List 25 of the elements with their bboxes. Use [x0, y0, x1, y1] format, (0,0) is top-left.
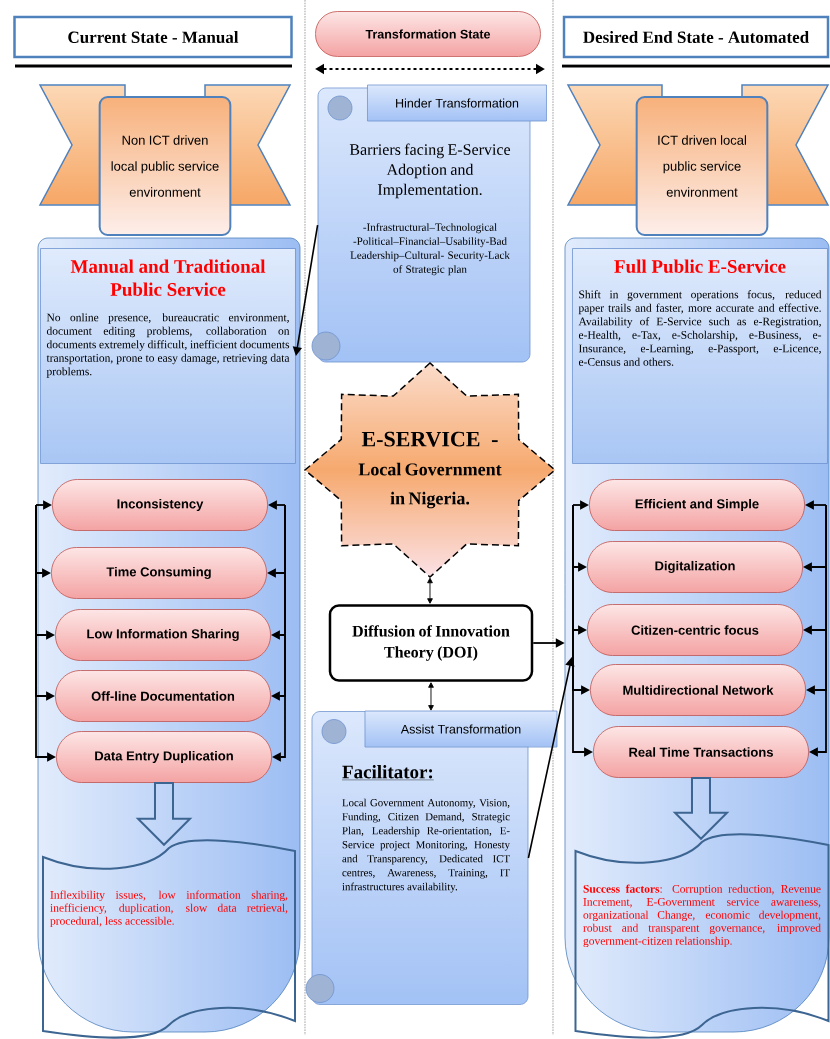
rounded-pill: Citizen-centric focus	[587, 604, 803, 656]
rounded-pill: Real Time Transactions	[593, 726, 809, 778]
text-box: Full Public E-Service Shift in government operations focus, reduced paper trails and faster, more accurate and effective. Availability of E-Service such as e-Registration, e-Health, e-Tax, e-Scholarship, e-Business, e-Insurance, e-Learning, e-Passport, e-Licence, e-Census and others.	[572, 248, 828, 464]
rounded-pill: Inconsistency	[52, 479, 268, 531]
ribbon-banner: ICT driven local public service environment	[566, 84, 830, 236]
block-arrow	[672, 776, 730, 841]
rounded-pill: Low Information Sharing	[55, 609, 271, 661]
rounded-pill: Data Entry Duplication	[56, 731, 272, 783]
ribbon-banner: Non ICT driven local public service environment	[38, 84, 292, 236]
arrow	[428, 682, 434, 711]
header-box: Current State - Manual	[13, 15, 293, 59]
rounded-pill: Time Consuming	[51, 547, 267, 599]
arrow	[527, 657, 575, 859]
header-box: Desired End State - Automated	[562, 15, 830, 59]
theory-box: Diffusion of Innovation Theory (DOI)	[328, 604, 534, 682]
rounded-pill: Off-line Documentation	[55, 670, 271, 722]
rounded-pill: Digitalization	[587, 541, 803, 593]
rounded-pill: Efficient and Simple	[589, 479, 805, 531]
state-pill: Transformation State	[315, 11, 541, 57]
block-arrow	[135, 781, 193, 847]
scroll-banner: Assist Transformation Facilitator: Local Government Autonomy, Vision, Funding, Citizen Demand, Strategic Plan, Leadership Re-orientation, E-Service project Monitoring, Honesty and Transparency, Dedicated ICT centres, Awareness, Training, IT infrastructures availability.	[305, 710, 558, 1005]
arrow	[427, 577, 433, 604]
scroll-banner: Hinder Transformation Barriers facing E-Service Adoption and Implementation. -Infrastructural–Technological -Political–Financial–Usability-Bad Leadership–Cultural- Security-Lack of Strategic plan	[311, 84, 547, 363]
text-box: Manual and Traditional Public Service No online presence, bureaucratic environment, document editing problems, collaboration on documents extremely difficult, inefficient documents transportation, prone to easy damage, retrieving data problems.	[40, 248, 296, 464]
rounded-pill: Multidirectional Network	[590, 664, 806, 716]
